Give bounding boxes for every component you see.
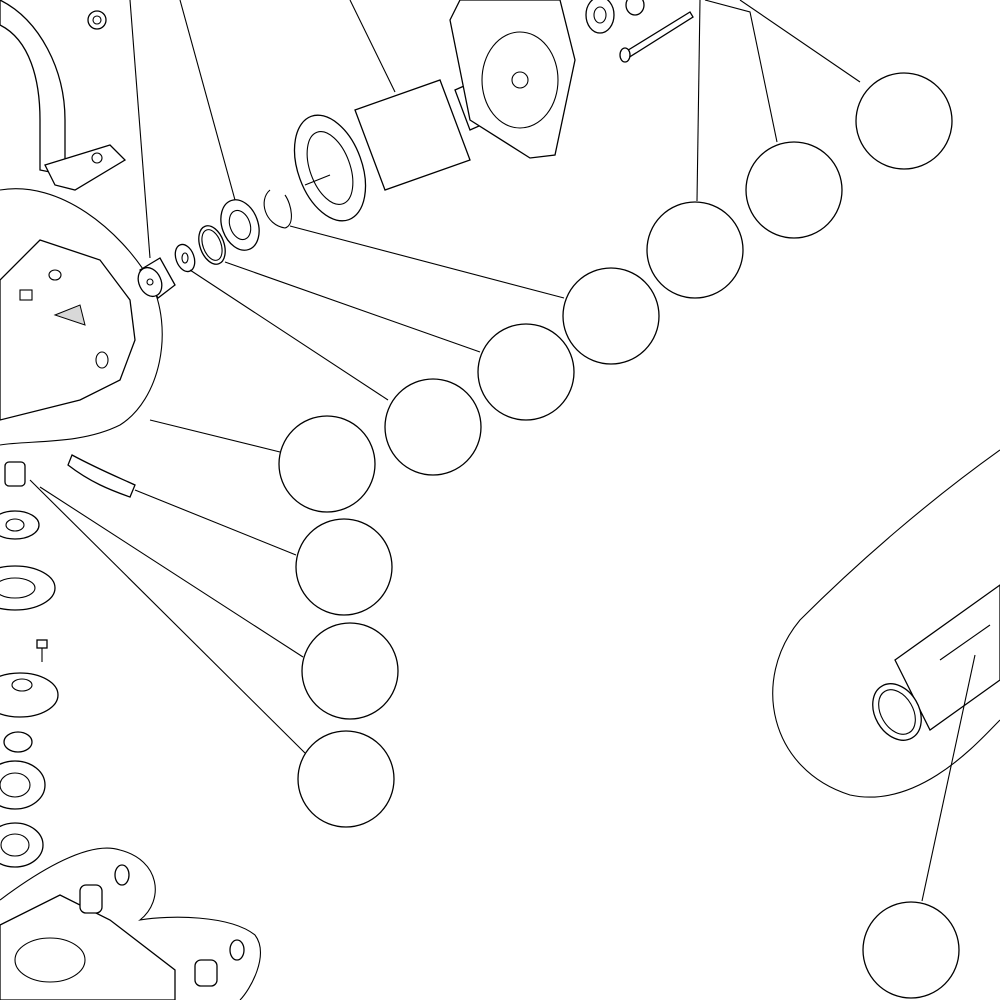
retaining-ring xyxy=(263,189,292,229)
bevel-gear xyxy=(0,565,56,611)
bushing-top xyxy=(625,0,645,16)
nut xyxy=(0,510,40,540)
callout-circle xyxy=(745,141,843,239)
needle-bearing xyxy=(4,461,26,487)
callout-circle xyxy=(562,267,660,365)
callout-circle xyxy=(855,72,953,170)
pipe-part xyxy=(0,0,127,191)
callout-circle xyxy=(477,323,575,421)
callout-circle xyxy=(646,201,744,299)
bearing-lower-2 xyxy=(0,822,44,868)
o-ring xyxy=(198,225,226,265)
gear-housing-group-outline xyxy=(0,847,261,1000)
callout-circle xyxy=(301,622,399,720)
callout-circle xyxy=(295,518,393,616)
callout-circle xyxy=(384,378,482,476)
ball-bearing xyxy=(220,199,260,251)
callouts xyxy=(278,72,960,999)
small-screw xyxy=(36,639,48,662)
washer xyxy=(174,243,196,273)
washer-small xyxy=(3,731,33,753)
gear-housing xyxy=(0,864,245,1000)
callout-circle xyxy=(297,730,395,828)
bearing-lower-1 xyxy=(0,760,46,810)
leader-lines xyxy=(29,0,976,902)
carbon-brush-plate xyxy=(67,454,136,498)
long-screw xyxy=(619,11,694,63)
bearing-top xyxy=(585,0,615,34)
housing-part xyxy=(0,239,136,421)
bearing-plate xyxy=(0,672,59,718)
end-shield xyxy=(449,0,576,159)
side-handle xyxy=(872,584,1000,741)
callout-circle xyxy=(278,415,376,513)
housing-group-outline xyxy=(0,188,163,446)
callout-circle xyxy=(862,901,960,999)
rubber-bushing xyxy=(137,257,176,299)
handle-group-outline xyxy=(772,449,1000,798)
